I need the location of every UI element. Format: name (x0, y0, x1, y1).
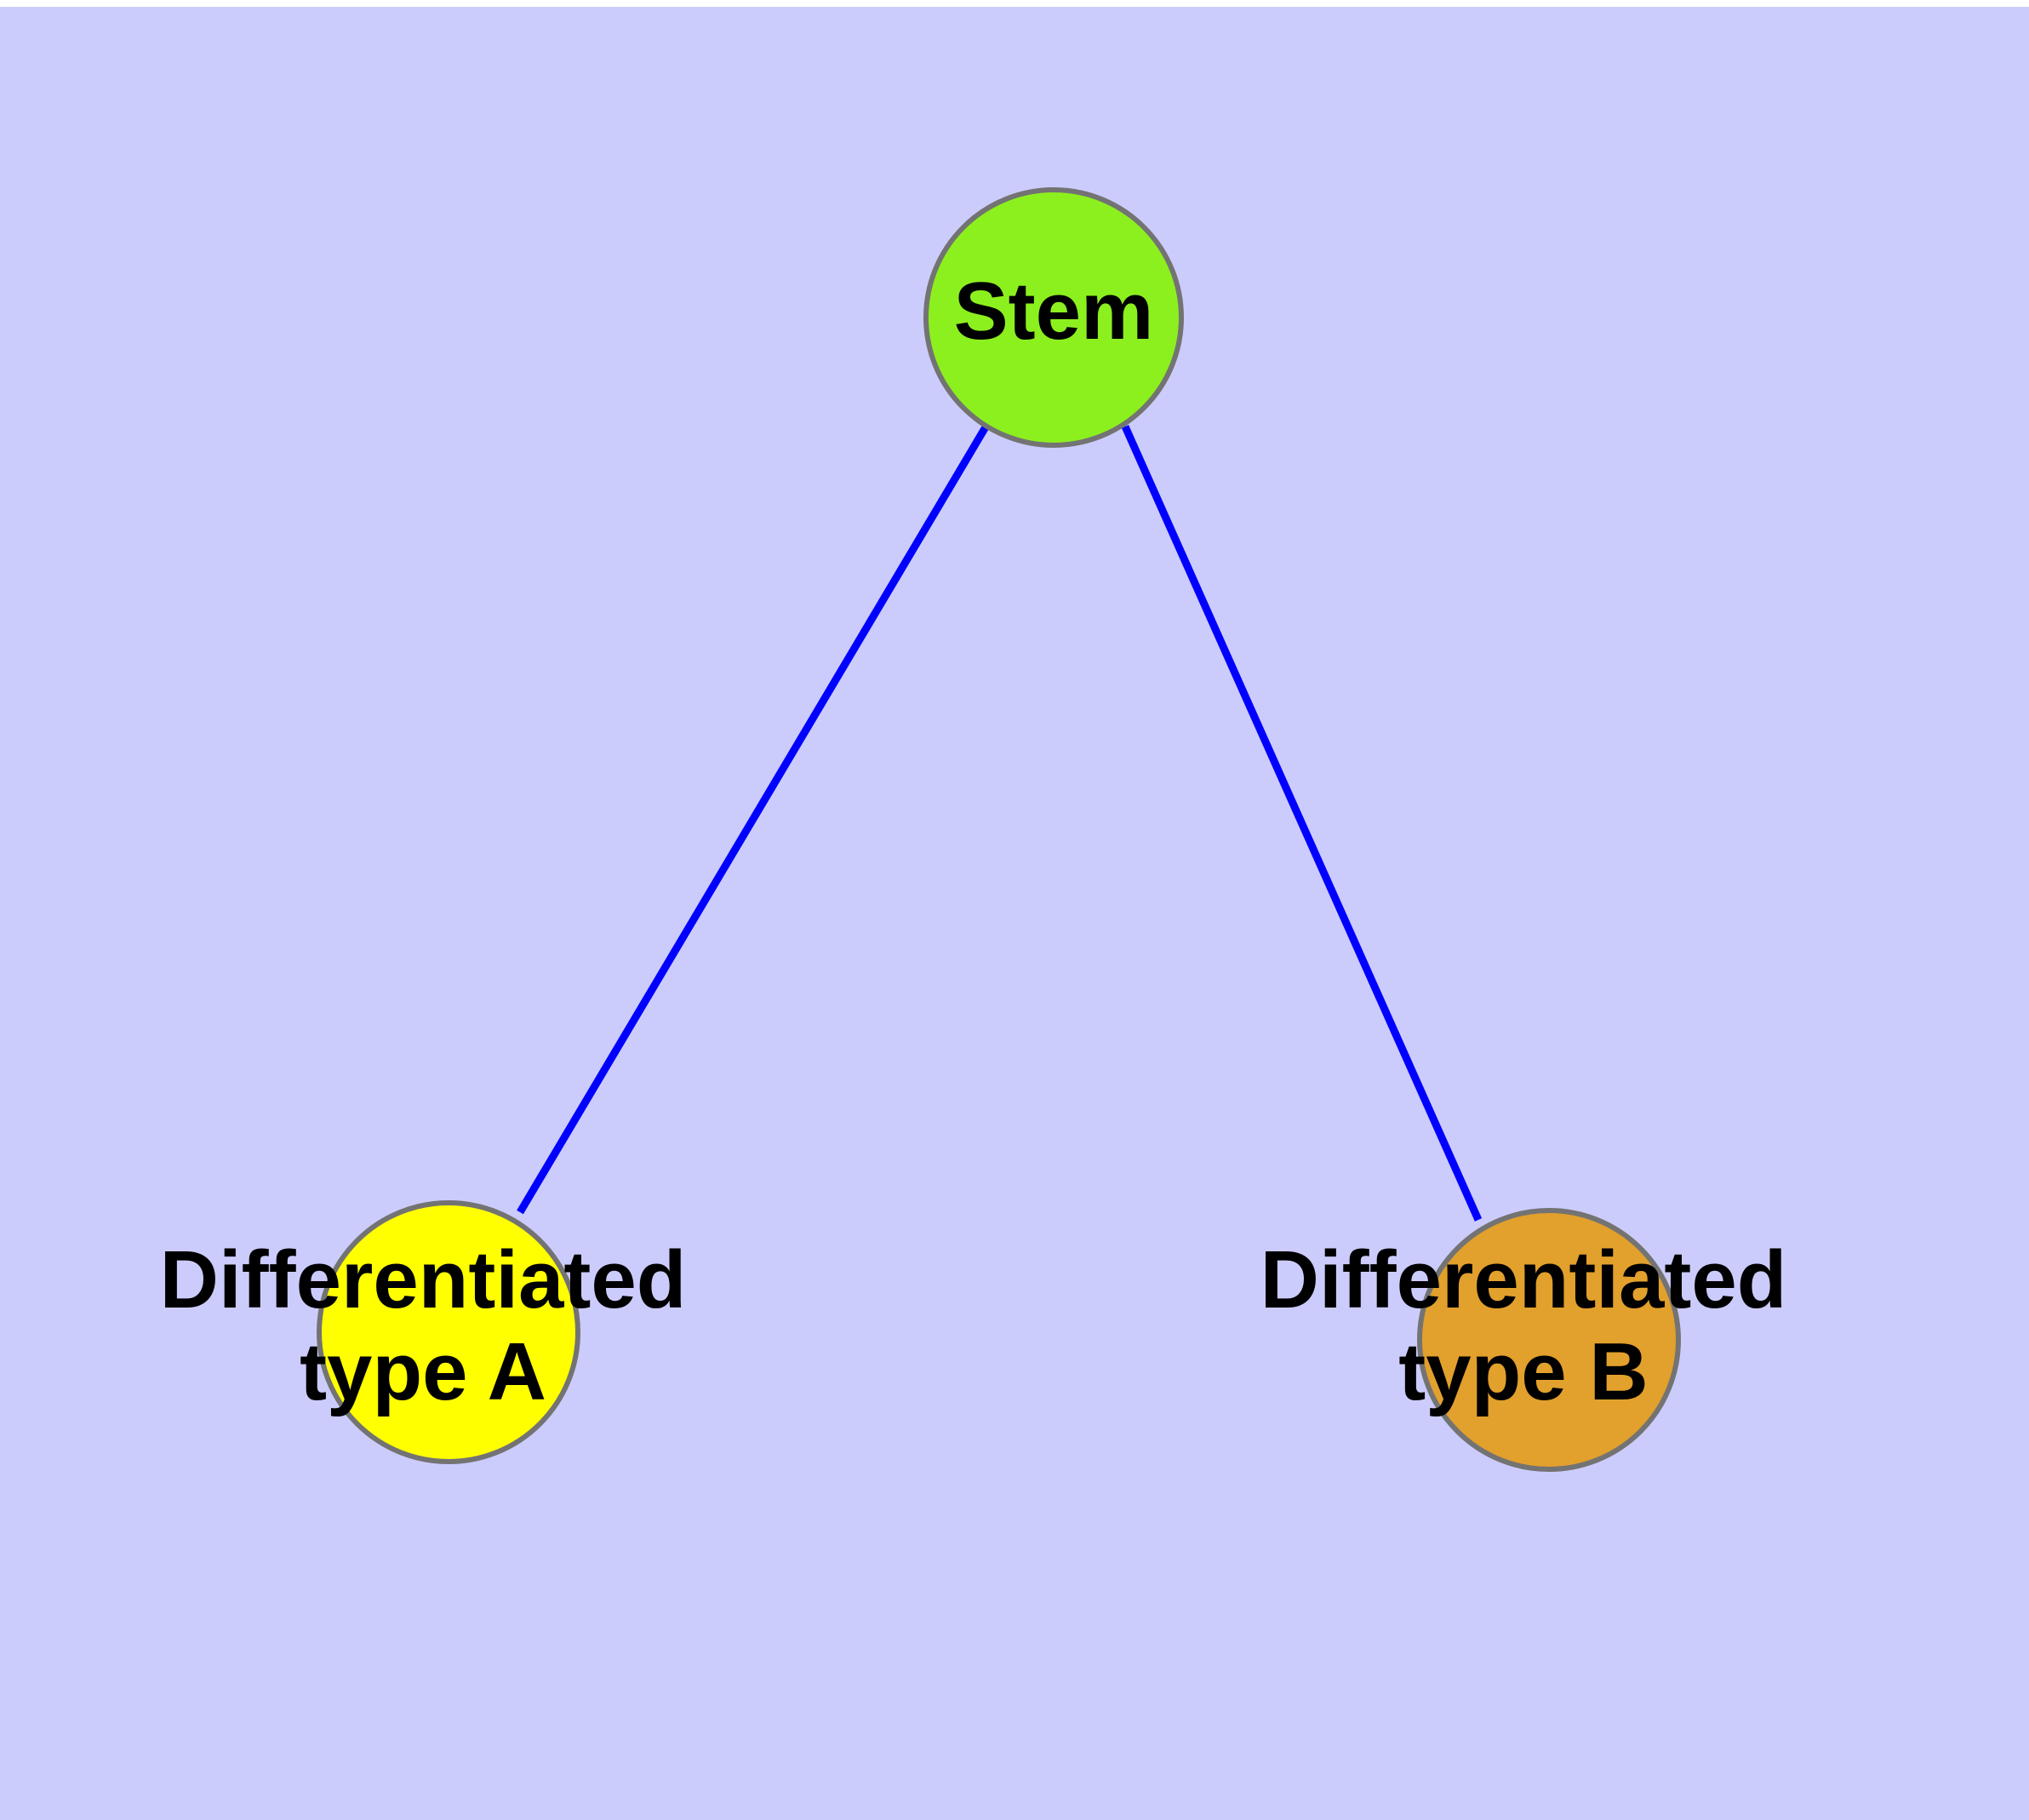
node-label-line: Stem (954, 266, 1154, 357)
node-differentiated-type-b-circle[interactable] (1417, 1208, 1681, 1472)
edge-stem-to-differentiated-type-b (1121, 425, 1483, 1222)
node-label-line: Differentiated (1260, 1234, 1787, 1325)
node-stem-circle[interactable] (923, 187, 1184, 448)
node-label-line: Differentiated (160, 1234, 687, 1325)
edges-layer (517, 423, 1483, 1222)
edge-stem-to-differentiated-type-a (517, 423, 990, 1215)
node-label-line: type B (1398, 1326, 1648, 1417)
node-stem-label: Stem (954, 266, 1154, 357)
node-differentiated-type-a-circle[interactable] (317, 1200, 580, 1464)
node-differentiated-type-b[interactable] (1417, 1208, 1681, 1472)
node-differentiated-type-a[interactable] (317, 1200, 580, 1464)
node-stem[interactable] (923, 187, 1184, 448)
nodes-layer (317, 187, 1681, 1472)
node-label-line: type A (300, 1326, 546, 1417)
